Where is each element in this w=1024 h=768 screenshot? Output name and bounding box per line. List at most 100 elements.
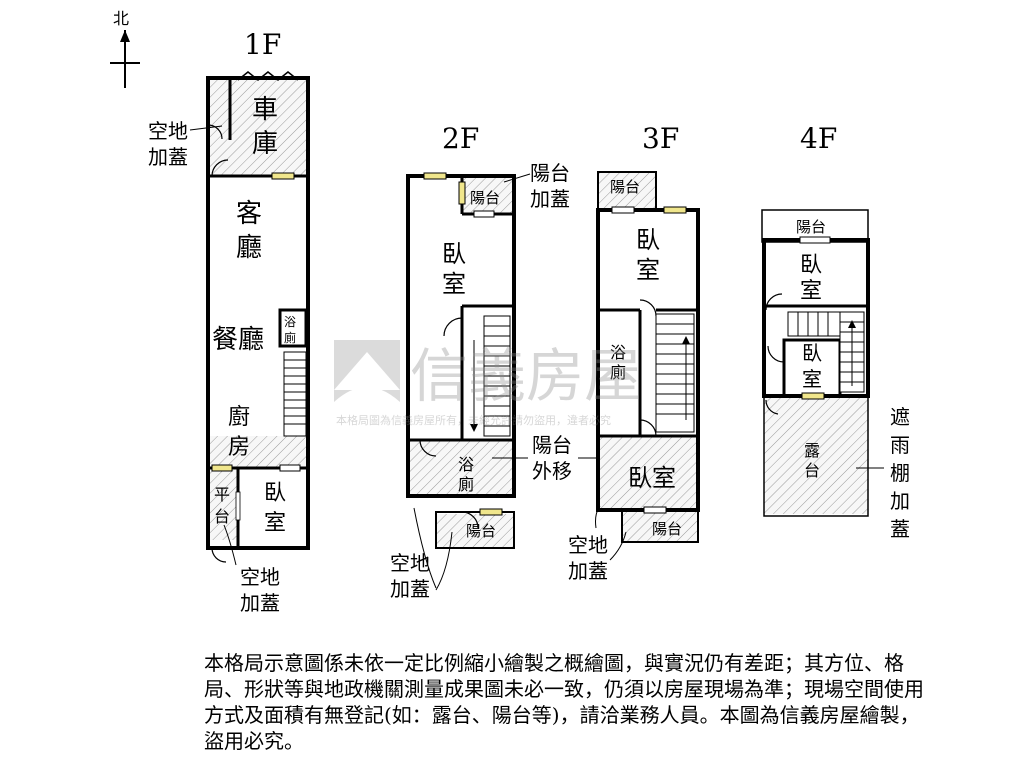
1f-note-bottom: 加蓋: [240, 591, 280, 615]
3f-window-icon: [611, 206, 635, 214]
1f-bedroom-label: 臥: [264, 481, 286, 506]
2f-bedroom-label: 室: [442, 270, 466, 298]
4f-note: 遮: [890, 405, 910, 429]
2f-window-icon: [423, 172, 447, 180]
4f-bedroom-label: 臥: [800, 253, 822, 278]
1f-kitchen-label: 廚: [228, 405, 250, 430]
3f-bath-label: 廁: [610, 363, 626, 382]
4f-bedroom-label: 室: [800, 279, 822, 304]
watermark-caption: 本格局圖為信義房屋所有，未經允許請勿盜用，違者必究: [336, 413, 611, 427]
compass-north-label: 北: [113, 9, 129, 28]
4f-terrace-label: 台: [804, 461, 820, 480]
1f-garage-label: 庫: [252, 129, 278, 159]
1f-note-top: 空地: [148, 119, 188, 143]
north-compass-icon: [110, 30, 140, 88]
4f-stairs-icon: [787, 311, 865, 393]
1f-title: 1F: [244, 28, 281, 61]
1f-door-arc-icon: [211, 547, 227, 563]
1f-bath-label: 廁: [284, 330, 296, 345]
brand-logo-icon: [334, 340, 400, 402]
1f-platform-label: 台: [214, 507, 230, 526]
1f-stairs-icon: [283, 351, 307, 437]
shared-balcony-note: 陽台: [532, 433, 572, 457]
3f-bedroom-label: 臥: [636, 226, 660, 254]
1f-platform-area: [208, 470, 238, 540]
3f-door-arc-icon: [639, 299, 657, 317]
1f-bath: [278, 308, 308, 348]
2f-note-bottom: 加蓋: [390, 577, 430, 601]
1f-garage-door-icon: [237, 71, 299, 81]
3f-note-bottom: 加蓋: [568, 559, 608, 583]
2f-balcony-bottom-label: 陽台: [466, 522, 496, 540]
1f-living-label: 廳: [236, 233, 262, 263]
3f-window-icon: [643, 506, 667, 514]
2f-bath-area: [408, 440, 514, 494]
3f-bedroom2-area: [598, 436, 698, 510]
4f-note: 棚: [890, 461, 910, 485]
4f-door-arc-icon: [767, 345, 785, 363]
1f-door-arc-icon: [207, 124, 223, 140]
watermark-brand: 信義房屋: [410, 342, 642, 410]
3f-balcony-bottom-area: [622, 512, 698, 542]
4f-door-arc-icon: [765, 399, 779, 415]
disclaimer-text: 本格局示意圖係未依一定比例縮小繪製之概繪圖，與實況仍有差距；其方位、格局、形狀等…: [204, 651, 924, 753]
1f-platform-label: 平: [214, 485, 230, 504]
3f-window-icon: [663, 206, 687, 214]
1f-garage-label: 車: [252, 95, 278, 125]
floor-3f: [596, 171, 700, 543]
1f-window-icon: [211, 464, 233, 472]
2f-bedroom-label: 臥: [442, 240, 466, 268]
2f-window-icon: [479, 508, 503, 516]
3f-stairs-icon: [655, 313, 695, 433]
4f-terrace-label: 露: [804, 441, 820, 460]
shared-balcony-note: 外移: [532, 459, 572, 483]
2f-note-bottom: 空地: [390, 551, 430, 575]
3f-bedroom2-label: 臥室: [628, 464, 676, 492]
1f-window-icon: [271, 172, 295, 180]
2f-title: 2F: [442, 122, 479, 155]
1f-note-top: 加蓋: [148, 145, 188, 169]
floor-1f: [206, 71, 310, 563]
2f-balcony-top-label: 陽台: [470, 189, 500, 207]
2f-note-balcony: 陽台: [530, 161, 570, 185]
2f-balcony-top-area: [462, 178, 514, 214]
3f-title: 3F: [642, 122, 679, 155]
4f-balcony-label: 陽台: [796, 218, 826, 236]
3f-bedroom-label: 室: [636, 256, 660, 284]
floor-2f: [406, 172, 516, 549]
1f-garage-area: [208, 78, 308, 176]
3f-bath-label: 浴: [610, 343, 626, 362]
4f-terrace-area: [764, 396, 868, 514]
3f-balcony-top-area: [598, 172, 656, 210]
2f-bath-label: 浴: [458, 455, 474, 474]
1f-living-label: 客: [236, 199, 262, 229]
4f-bedroom2-label: 室: [802, 367, 822, 391]
1f-note-bottom: 空地: [240, 565, 280, 589]
4f-window-icon: [799, 236, 831, 244]
2f-bath-label: 廁: [458, 475, 474, 494]
floor-4f: [761, 209, 870, 517]
1f-dining-label: 餐廳: [212, 325, 264, 355]
1f-window-icon: [279, 464, 301, 472]
2f-door-arc-icon: [443, 317, 463, 337]
1f-door-arc-icon: [211, 159, 229, 177]
1f-bath-label: 浴: [284, 315, 296, 329]
4f-note: 蓋: [890, 517, 910, 541]
2f-window-icon: [473, 210, 495, 218]
3f-door-arc-icon: [639, 419, 657, 437]
2f-door-arc-icon: [461, 511, 479, 529]
4f-bedroom2-label: 臥: [802, 341, 822, 365]
1f-bedroom-label: 室: [264, 511, 286, 536]
3f-note-bottom: 空地: [568, 533, 608, 557]
2f-window-icon: [458, 181, 466, 205]
watermark: 信義房屋 本格局圖為信義房屋所有，未經允許請勿盜用，違者必究: [334, 340, 642, 427]
2f-door-arc-icon: [419, 439, 437, 457]
1f-outline: [206, 76, 310, 550]
3f-balcony-top-label: 陽台: [610, 178, 640, 196]
1f-kitchen-extension: [208, 436, 308, 468]
1f-kitchen-label: 房: [228, 435, 250, 460]
4f-note: 雨: [890, 433, 910, 457]
2f-stairs-icon: [470, 315, 511, 437]
2f-note-balcony: 加蓋: [530, 187, 570, 211]
